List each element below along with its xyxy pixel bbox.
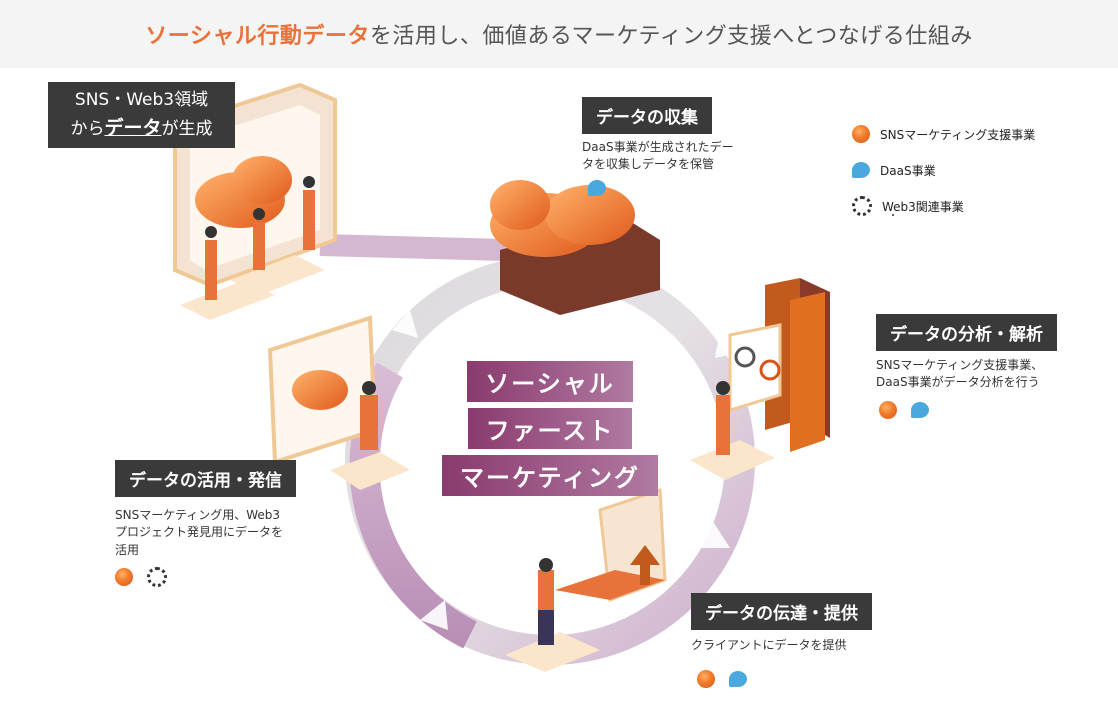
origin-line2: からデータが生成 (70, 114, 212, 143)
legend-label-web3: Web3関連事業 (882, 199, 964, 214)
laptop-illustration (505, 487, 667, 672)
legend-item-web3: Web3関連事業 (852, 188, 1035, 224)
center-title: ソーシャル ファースト マーケティング (430, 358, 670, 499)
orange-sphere-icon (852, 125, 870, 143)
step-collect-desc-line1: DaaS事業が生成されたデー (582, 140, 734, 154)
data-tower-illustration (690, 278, 830, 480)
presentation-illustration (267, 315, 410, 490)
step-collect-icons (588, 180, 606, 196)
step-collect-desc-line2: タを収集しデータを保管 (582, 157, 715, 172)
data-cloud-illustration (490, 180, 660, 315)
origin-line1: SNS・Web3領域 (74, 90, 209, 110)
origin-suffix: が生成 (161, 118, 213, 139)
step-utilize-desc-line3: 活用 (115, 542, 140, 557)
legend-item-daas: DaaS事業 (852, 152, 1035, 188)
legend-label-daas: DaaS事業 (880, 163, 936, 178)
step-deliver-title: データの伝達・提供 (691, 593, 872, 630)
legend-dot (892, 214, 894, 216)
sns-marketing-icon (115, 568, 133, 586)
web3-ring-icon (147, 567, 167, 587)
step-analyze-desc-line1: SNSマーケティング支援事業、 (876, 358, 1044, 372)
blue-speech-bubble-icon (852, 162, 870, 178)
sns-marketing-icon (879, 401, 897, 419)
daas-icon (729, 671, 747, 687)
step-collect-desc: DaaS事業が生成されたデー タを収集しデータを保管 (582, 139, 734, 174)
step-collect-title: データの収集 (582, 97, 712, 134)
step-analyze-desc: SNSマーケティング支援事業、 DaaS事業がデータ分析を行う (876, 357, 1043, 392)
daas-icon (588, 180, 606, 196)
step-utilize-desc-line1: SNSマーケティング用、Web3 (115, 508, 281, 522)
header-title: を活用し、価値あるマーケティング支援へとつなげる仕組み (369, 24, 973, 49)
step-utilize-icons (115, 567, 167, 587)
step-analyze-title: データの分析・解析 (876, 314, 1057, 351)
step-utilize-title: データの活用・発信 (115, 460, 296, 497)
step-utilize-desc: SNSマーケティング用、Web3 プロジェクト発見用にデータを 活用 (115, 507, 283, 559)
data-origin-label: SNS・Web3領域 からデータが生成 (48, 82, 235, 148)
page-header: ソーシャル行動データを活用し、価値あるマーケティング支援へとつなげる仕組み (0, 0, 1118, 68)
center-title-line2: ファースト (467, 408, 633, 449)
sns-marketing-icon (697, 670, 715, 688)
origin-prefix: から (70, 118, 105, 139)
step-deliver-desc-line1: クライアントにデータを提供 (691, 638, 847, 652)
daas-icon (911, 402, 929, 418)
center-title-line1: ソーシャル (467, 361, 633, 402)
header-highlight: ソーシャル行動データ (145, 24, 370, 49)
origin-emphasis: データ (104, 116, 162, 139)
legend-item-sns: SNSマーケティング支援事業 (852, 116, 1035, 152)
step-deliver-icons (697, 670, 747, 688)
step-analyze-desc-line2: DaaS事業がデータ分析を行う (876, 375, 1040, 390)
web3-ring-icon (852, 196, 872, 216)
center-title-line3: マーケティング (441, 455, 659, 496)
legend: SNSマーケティング支援事業 DaaS事業 Web3関連事業 (852, 116, 1035, 224)
legend-label-sns: SNSマーケティング支援事業 (880, 127, 1036, 142)
sns-web3-illustration (173, 82, 337, 320)
step-utilize-desc-line2: プロジェクト発見用にデータを (115, 525, 284, 540)
step-analyze-icons (879, 401, 929, 419)
step-deliver-desc: クライアントにデータを提供 (691, 637, 847, 654)
